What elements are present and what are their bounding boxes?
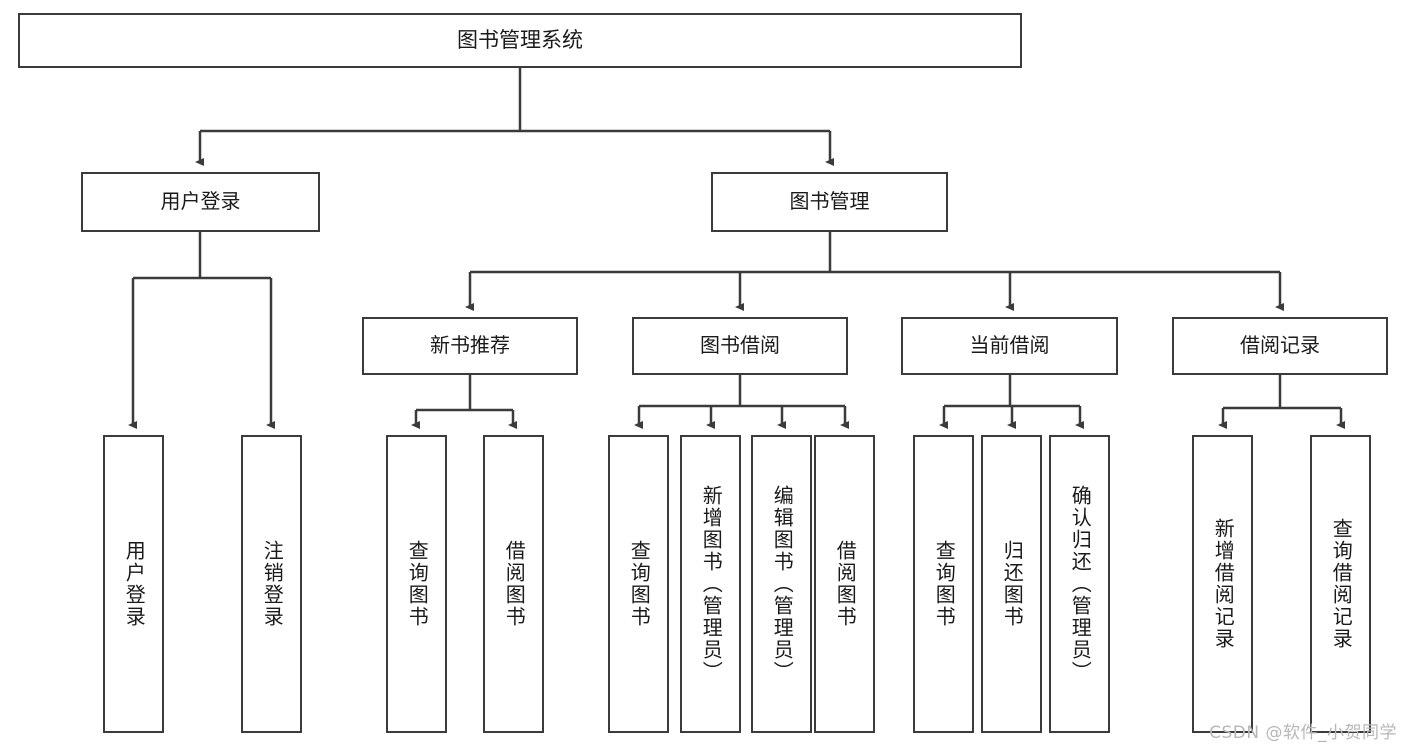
leaf-new-book-borrow[interactable]: 借阅图书 bbox=[483, 435, 544, 733]
leaf-book-borrow-query[interactable]: 查询图书 bbox=[608, 435, 669, 733]
watermark: CSDN @软件_小贺同学 bbox=[1209, 723, 1397, 743]
leaf-book-borrow-edit[interactable]: 编辑图书（管理员） bbox=[751, 435, 812, 733]
leaf-user-login-login[interactable]: 用户登录 bbox=[103, 435, 164, 733]
leaf-book-borrow-borrow[interactable]: 借阅图书 bbox=[814, 435, 875, 733]
leaf-new-book-query[interactable]: 查询图书 bbox=[386, 435, 447, 733]
node-label: 当前借阅 bbox=[969, 333, 1050, 358]
node-label: 用户登录 bbox=[122, 540, 147, 628]
node-label: 图书管理系统 bbox=[457, 28, 583, 53]
node-label: 归还图书 bbox=[1000, 540, 1025, 628]
node-label: 查询图书 bbox=[932, 540, 957, 628]
node-label: 借阅记录 bbox=[1240, 333, 1320, 358]
node-label: 查询图书 bbox=[627, 540, 652, 628]
leaf-borrow-record-query[interactable]: 查询借阅记录 bbox=[1310, 435, 1371, 733]
leaf-borrow-record-add[interactable]: 新增借阅记录 bbox=[1192, 435, 1253, 733]
node-label: 查询借阅记录 bbox=[1329, 518, 1354, 650]
leaf-current-borrow-return[interactable]: 归还图书 bbox=[981, 435, 1042, 733]
leaf-book-borrow-add[interactable]: 新增图书（管理员） bbox=[680, 435, 741, 733]
node-book-borrow[interactable]: 图书借阅 bbox=[632, 317, 848, 375]
node-label: 借阅图书 bbox=[502, 540, 527, 628]
node-label: 编辑图书（管理员） bbox=[770, 485, 795, 683]
node-label: 新增借阅记录 bbox=[1211, 518, 1236, 650]
node-label: 借阅图书 bbox=[833, 540, 858, 628]
node-current-borrow[interactable]: 当前借阅 bbox=[901, 317, 1118, 375]
node-book-management[interactable]: 图书管理 bbox=[711, 172, 948, 232]
leaf-user-login-logout[interactable]: 注销登录 bbox=[241, 435, 302, 733]
node-label: 确认归还（管理员） bbox=[1068, 485, 1093, 683]
node-label: 注销登录 bbox=[260, 540, 285, 628]
node-root-system[interactable]: 图书管理系统 bbox=[18, 13, 1022, 68]
node-user-login[interactable]: 用户登录 bbox=[81, 172, 320, 232]
node-label: 图书管理 bbox=[789, 189, 870, 214]
leaf-current-borrow-confirm-return[interactable]: 确认归还（管理员） bbox=[1049, 435, 1110, 733]
leaf-current-borrow-query[interactable]: 查询图书 bbox=[913, 435, 974, 733]
node-label: 新书推荐 bbox=[430, 333, 510, 358]
node-label: 用户登录 bbox=[160, 189, 241, 214]
node-label: 新增图书（管理员） bbox=[699, 485, 724, 683]
node-new-book-recommend[interactable]: 新书推荐 bbox=[362, 317, 578, 375]
node-label: 查询图书 bbox=[405, 540, 430, 628]
node-borrow-record[interactable]: 借阅记录 bbox=[1172, 317, 1388, 375]
node-label: 图书借阅 bbox=[700, 333, 780, 358]
